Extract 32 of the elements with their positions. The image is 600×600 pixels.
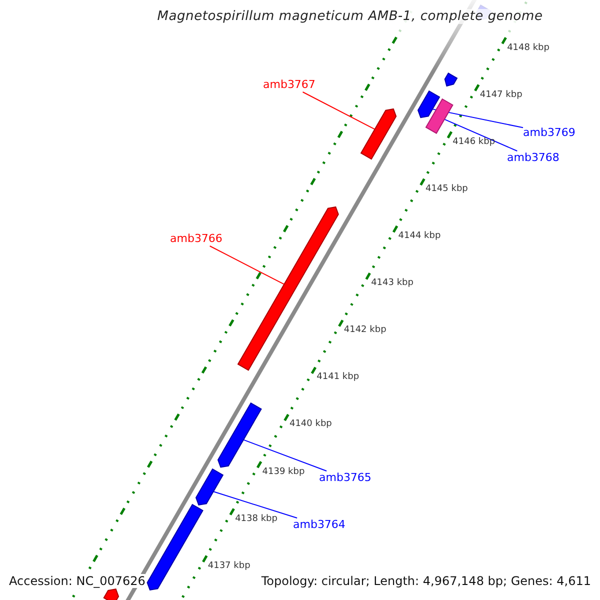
gene-block bbox=[425, 98, 454, 135]
gene-block bbox=[360, 108, 397, 160]
title: Magnetospirillum magneticum AMB-1, complete genome bbox=[157, 9, 543, 24]
leader-line bbox=[302, 92, 375, 130]
gene-label: amb3767 bbox=[263, 78, 316, 92]
scale-label: 4142 kbp bbox=[344, 325, 386, 336]
scale-label: 4145 kbp bbox=[425, 184, 468, 195]
leader-line bbox=[213, 491, 298, 518]
scale-label: 4144 kbp bbox=[398, 231, 441, 242]
gene-block bbox=[416, 90, 440, 119]
scale-label: 4147 kbp bbox=[480, 90, 522, 101]
gene-label: amb3768 bbox=[507, 151, 560, 165]
scale-label: 4137 kbp bbox=[208, 560, 250, 572]
scale-label: 4138 kbp bbox=[235, 514, 278, 525]
leader-line bbox=[444, 118, 518, 152]
scale-label: 4143 kbp bbox=[371, 278, 414, 290]
genome-info-text: Topology: circular; Length: 4,967,148 bp; Genes: 4,611 bbox=[261, 574, 591, 588]
leader-line bbox=[243, 439, 328, 472]
gene-label: amb3764 bbox=[293, 518, 346, 532]
leader-line bbox=[209, 246, 286, 286]
accession-text: Accession: NC_007626 bbox=[9, 574, 146, 588]
scale-label: 4139 kbp bbox=[262, 466, 305, 478]
gene-label: amb3769 bbox=[523, 126, 576, 140]
scale-label: 4140 kbp bbox=[289, 419, 332, 430]
scale-label: 4146 kbp bbox=[452, 136, 496, 148]
gene-block bbox=[237, 206, 340, 372]
gene-block bbox=[216, 402, 262, 468]
scale-label: 4148 kbp bbox=[507, 42, 550, 54]
scale-label: 4141 kbp bbox=[316, 372, 360, 384]
gene-label: amb3765 bbox=[319, 471, 372, 485]
gene-label: amb3766 bbox=[170, 232, 222, 246]
gene-block bbox=[195, 468, 224, 506]
